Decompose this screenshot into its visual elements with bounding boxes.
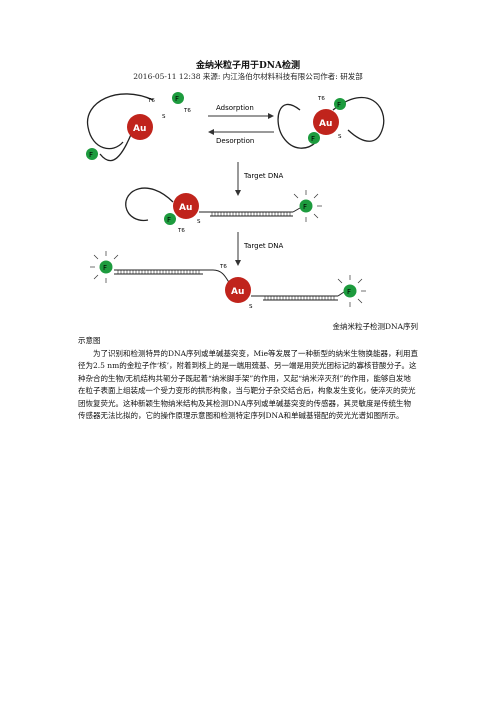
svg-text:Au: Au (231, 287, 244, 297)
svg-text:T6: T6 (317, 96, 325, 102)
svg-text:T6: T6 (177, 228, 185, 234)
target-dna-arrow-1: Target DNA (235, 162, 284, 196)
left-loop-state: Au F F T6 T6 S (86, 92, 191, 162)
body-paragraph: 为了识别和检测特异的DNA序列或单碱基突变，Mie等发展了一种新型的纳米生物换能… (78, 349, 419, 421)
fluorophore-dot (164, 213, 176, 225)
svg-text:F: F (89, 151, 93, 159)
fluorophore-dot (334, 98, 346, 110)
article-title: 金纳米粒子用于DNA检测 (195, 61, 300, 71)
svg-text:S: S (162, 114, 166, 120)
svg-text:F: F (347, 288, 351, 296)
fluorophore-dot-bright (299, 199, 313, 213)
svg-text:F: F (337, 101, 341, 109)
svg-text:Target DNA: Target DNA (243, 242, 284, 250)
svg-text:S: S (249, 304, 253, 310)
fluorophore-dot-bright (99, 260, 113, 274)
middle-state: Au F F S T6 (125, 187, 322, 234)
fluorophore-dot (308, 132, 320, 144)
figure-caption-cont: 示意图 (78, 336, 101, 345)
desorption-label: Desorption (216, 137, 254, 145)
gold-nanoparticle (313, 109, 339, 135)
svg-text:F: F (103, 264, 107, 272)
target-dna-arrow-2: Target DNA (235, 232, 284, 266)
right-loop-state: Au F F T6 S (277, 96, 385, 149)
svg-text:F: F (311, 135, 315, 143)
body-paragraph-block: 为了识别和检测特异的DNA序列或单碱基突变，Mie等发展了一种新型的纳米生物换能… (78, 348, 418, 422)
svg-text:Target DNA: Target DNA (243, 172, 284, 180)
article-meta: 2016-05-11 12:38 来源: 内江洛伯尔材料科技有限公司作者: 研发… (133, 72, 363, 81)
emission-rays (293, 190, 322, 222)
emission-rays (90, 251, 119, 283)
svg-text:S: S (338, 134, 342, 140)
au-label: Au (133, 124, 146, 134)
svg-text:F: F (167, 216, 171, 224)
adsorption-arrows: Adsorption Desorption (208, 104, 274, 145)
fluorophore-dot (172, 92, 184, 104)
svg-text:T6: T6 (183, 108, 191, 114)
svg-text:F: F (303, 203, 307, 211)
svg-text:Au: Au (319, 119, 332, 129)
gold-nanoparticle (173, 193, 199, 219)
svg-text:T6: T6 (147, 98, 155, 104)
svg-text:Au: Au (179, 203, 192, 213)
svg-text:F: F (175, 95, 179, 103)
svg-text:T6: T6 (219, 264, 227, 270)
gold-nanoparticle (225, 277, 251, 303)
schematic-figure: Au F F T6 T6 S Adsorption Desorption Au … (86, 92, 385, 310)
svg-text:S: S (197, 219, 201, 225)
adsorption-label: Adsorption (216, 104, 254, 112)
fluorophore-dot (86, 148, 98, 160)
figure-caption: 金纳米粒子检测DNA序列 (332, 322, 419, 331)
fluorophore-dot-bright (343, 284, 357, 298)
bottom-state: F Au F S T6 (90, 251, 366, 310)
gold-nanoparticle (127, 114, 153, 140)
emission-rays (337, 275, 366, 307)
